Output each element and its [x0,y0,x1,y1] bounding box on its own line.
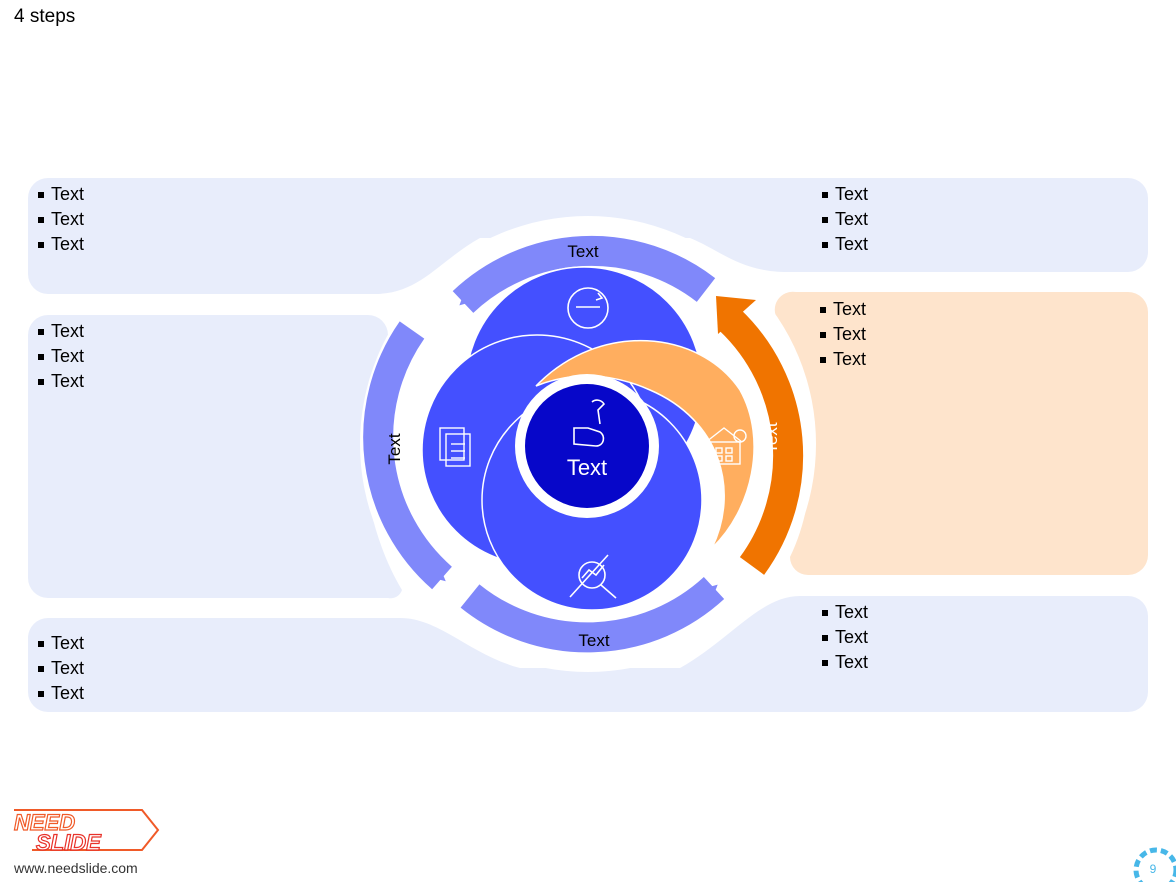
arrow-bottom [460,576,725,653]
bullet-item: Text [37,344,84,369]
bullet-item: Text [819,322,866,347]
petal-right [535,339,755,549]
website-url: www.needslide.com [14,860,138,876]
svg-text:NEED: NEED [14,810,75,835]
bullet-item: Text [819,347,866,372]
hand-wrench-icon [573,399,606,447]
bullet-item: Text [821,600,868,625]
panel-bottom [28,596,1148,712]
bullet-list-top-right: Text Text Text [821,182,868,257]
refresh-circle-icon [567,287,609,329]
search-chart-icon [569,554,617,599]
gear-icon [1133,847,1176,887]
bullet-item: Text [821,650,868,675]
arrow-top-label: Text [567,242,598,261]
bullet-item: Text [37,369,84,394]
panel-middle-left [28,315,402,599]
bullet-item: Text [819,297,866,322]
bullet-list-bottom-left: Text Text Text [37,631,84,706]
arrow-right-label: Text [762,422,781,453]
bullet-item: Text [37,631,84,656]
slide-title: 4 steps [14,6,76,27]
bullet-item: Text [37,681,84,706]
needslide-logo: NEED SLIDE [13,809,160,854]
bullet-item: Text [37,182,84,207]
bullet-list-middle-right: Text Text Text [819,297,866,372]
page-number: 9 [1149,862,1157,876]
bullet-item: Text [821,625,868,650]
document-checklist-icon [439,427,471,467]
center-label: Text [567,455,607,480]
arrow-right-head [716,296,756,334]
bullet-item: Text [37,207,84,232]
bullet-item: Text [37,319,84,344]
arrow-left-label: Text [385,433,404,464]
bullet-list-top-left: Text Text Text [37,182,84,257]
bullet-item: Text [821,232,868,257]
bullet-item: Text [37,232,84,257]
house-calculator-icon [705,427,747,465]
panel-middle-right [774,291,1148,575]
bullet-item: Text [821,207,868,232]
page-number-badge: 9 [1130,842,1176,887]
center-circle [525,384,649,508]
arrow-bottom-label: Text [578,631,609,650]
svg-text:SLIDE: SLIDE [36,830,102,854]
bullet-list-middle-left: Text Text Text [37,319,84,394]
arrow-left [363,321,453,590]
bullet-item: Text [821,182,868,207]
bullet-list-bottom-right: Text Text Text [821,600,868,675]
bullet-item: Text [37,656,84,681]
arrow-top [452,235,716,314]
arrow-right [719,309,804,575]
